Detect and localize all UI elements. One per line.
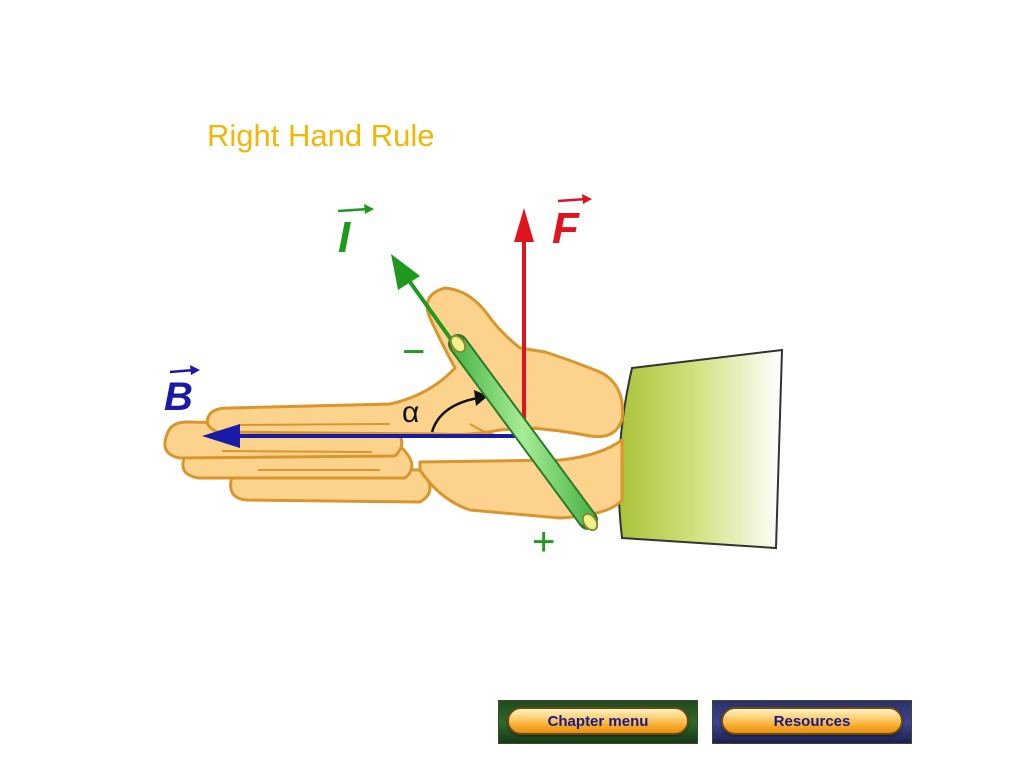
negative-terminal-label: −	[402, 330, 425, 374]
angle-arc	[430, 390, 488, 433]
angle-symbol: α	[402, 396, 419, 429]
label-field: B	[164, 365, 200, 419]
magnetic-field-arrow	[202, 424, 522, 448]
label-force: F	[552, 194, 592, 253]
sleeve	[617, 348, 784, 550]
slide-title: Right Hand Rule	[207, 118, 435, 153]
current-arrow	[391, 254, 457, 347]
chapter-menu-button[interactable]: Chapter menu	[507, 707, 689, 735]
current-symbol: I	[338, 213, 351, 262]
field-symbol: B	[164, 375, 193, 419]
resources-frame: Resources	[712, 700, 912, 744]
conductor-rod	[448, 334, 599, 532]
force-symbol: F	[552, 204, 580, 253]
force-arrow	[514, 208, 534, 428]
positive-terminal-label: +	[532, 520, 555, 564]
resources-button[interactable]: Resources	[721, 707, 903, 735]
chapter-menu-frame: Chapter menu	[498, 700, 698, 744]
label-current: I	[337, 204, 374, 262]
